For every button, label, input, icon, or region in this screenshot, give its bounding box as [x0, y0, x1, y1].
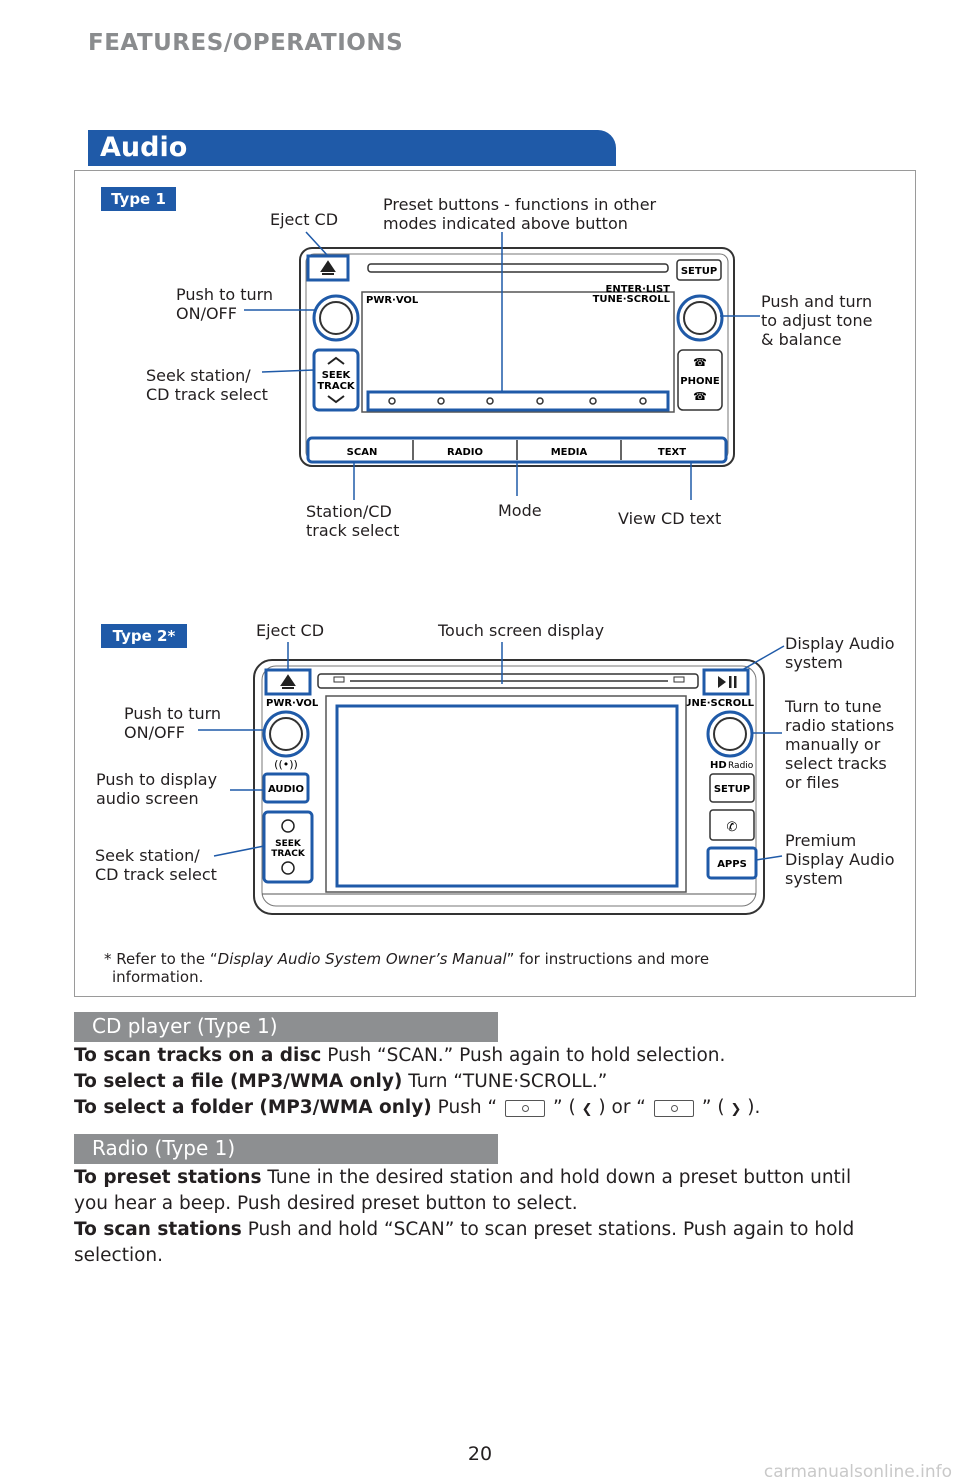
radio-preset-line2: you hear a beep. Push desired preset but…	[74, 1193, 578, 1214]
audio-tab-label: Audio	[100, 132, 188, 163]
chevron-right-icon: ❯	[730, 1102, 742, 1117]
radio-preset-text: Tune in the desired station and hold dow…	[261, 1167, 852, 1188]
type2-badge: Type 2*	[101, 624, 187, 648]
footnote-manual-title: Display Audio System Owner’s Manual	[217, 950, 507, 968]
type2-audio-text: AUDIO	[268, 784, 304, 795]
cd-folder-line: To select a folder (MP3/WMA only) Push “…	[74, 1096, 760, 1122]
radio-scan-bold: To scan stations	[74, 1219, 242, 1240]
type2-onoff-label: Push to turn ON/OFF	[124, 704, 222, 742]
type1-badge: Type 1	[101, 187, 176, 211]
type2-display-audio-label: Display Audio system	[785, 634, 895, 672]
cd-folder-text-a: Push “	[431, 1097, 498, 1118]
audio-section-tab: Audio	[88, 130, 616, 166]
cd-scan-line: To scan tracks on a disc Push “SCAN.” Pu…	[74, 1044, 725, 1068]
type2-tune-label: Turn to tune radio stations manually or …	[785, 697, 895, 792]
cd-player-heading-bar: CD player (Type 1)	[74, 1012, 498, 1042]
cd-scan-text: Push “SCAN.” Push again to hold selectio…	[321, 1045, 726, 1066]
type2-pwrvol-text: PWR·VOL	[266, 698, 319, 709]
type1-pwrvol-text: PWR·VOL	[366, 295, 419, 306]
cd-file-line: To select a file (MP3/WMA only) Turn “TU…	[74, 1070, 607, 1094]
cd-file-text: Turn “TUNE·SCROLL.”	[402, 1071, 608, 1092]
type1-radio-unit: SETUP PWR·VOL ENTER·LIST TUNE·SCROLL SEE…	[244, 231, 760, 500]
type2-hd-radio-text: Radio	[728, 761, 754, 771]
cd-folder-text-e: ).	[747, 1097, 761, 1118]
type1-station-label: Station/CD track select	[306, 502, 400, 540]
watermark: carmanualsonline.info	[763, 1462, 952, 1482]
chevron-left-icon: ❮	[581, 1102, 593, 1117]
cd-folder-text-d: ” (	[701, 1097, 725, 1118]
footnote: * Refer to the “Display Audio System Own…	[104, 950, 864, 986]
svg-text:✆: ✆	[727, 820, 738, 835]
cd-folder-text-b: ” (	[553, 1097, 576, 1118]
type1-setup-text: SETUP	[681, 266, 717, 277]
type1-media-button: MEDIA	[551, 447, 588, 458]
cd-file-bold: To select a file (MP3/WMA only)	[74, 1071, 403, 1092]
type1-tone-label: Push and turn to adjust tone & balance	[761, 292, 873, 349]
svg-text:((•)): ((•))	[274, 758, 298, 771]
type1-enterlist-text: ENTER·LIST	[606, 284, 671, 295]
preset-button-icon	[653, 1099, 694, 1117]
type2-apps-text: APPS	[717, 859, 747, 870]
radio-scan-line1: To scan stations Push and hold “SCAN” to…	[74, 1218, 854, 1242]
cd-folder-text-c: ) or “	[598, 1097, 646, 1118]
radio-preset-bold: To preset stations	[74, 1167, 262, 1188]
footnote-suffix: ” for instructions and more	[506, 950, 710, 968]
section-title: FEATURES/OPERATIONS	[88, 30, 404, 56]
type1-viewcd-label: View CD text	[618, 509, 722, 528]
page-number: 20	[467, 1443, 493, 1465]
svg-text:☎: ☎	[693, 390, 707, 403]
type1-phone-text: PHONE	[680, 376, 720, 387]
type1-scan-button: SCAN	[347, 447, 378, 458]
type2-seek-text: SEEK	[275, 839, 302, 849]
type2-track-text: TRACK	[271, 849, 306, 859]
type1-track-text: TRACK	[317, 381, 356, 392]
type1-eject-label: Eject CD	[270, 210, 339, 229]
type2-setup-text: SETUP	[714, 784, 750, 795]
type1-text-button: TEXT	[658, 447, 686, 458]
cd-folder-bold: To select a folder (MP3/WMA only)	[74, 1097, 432, 1118]
type2-eject-label: Eject CD	[256, 621, 325, 640]
cd-player-heading: CD player (Type 1)	[92, 1014, 278, 1038]
type2-audio-label: Push to display audio screen	[96, 770, 218, 808]
svg-text:HD: HD	[710, 760, 727, 771]
cd-scan-bold: To scan tracks on a disc	[74, 1045, 322, 1066]
type1-radio-button: RADIO	[447, 447, 483, 458]
svg-text:☎: ☎	[693, 356, 707, 369]
radio-preset-line1: To preset stations Tune in the desired s…	[74, 1166, 851, 1190]
radio-scan-line2: selection.	[74, 1245, 164, 1266]
footnote-prefix: * Refer to the “	[104, 950, 218, 968]
footnote-line2: information.	[112, 968, 204, 986]
type2-touch-label: Touch screen display	[438, 621, 605, 640]
radio-heading: Radio (Type 1)	[92, 1136, 236, 1160]
type2-premium-label: Premium Display Audio system	[785, 831, 895, 888]
preset-button-icon	[505, 1099, 546, 1117]
type1-seek-text: SEEK	[322, 370, 352, 381]
type2-seek-label: Seek station/ CD track select	[95, 846, 217, 884]
type1-tunescroll-text: TUNE·SCROLL	[593, 294, 671, 305]
type1-mode-label: Mode	[498, 501, 542, 520]
type1-seek-label: Seek station/ CD track select	[146, 366, 268, 404]
type1-onoff-label: Push to turn ON/OFF	[176, 285, 274, 323]
type1-preset-label: Preset buttons - functions in other mode…	[383, 195, 657, 233]
type2-radio-unit: PWR·VOL TUNE·SCROLL ((•)) AUDIO SEEK TRA…	[198, 642, 785, 915]
radio-scan-text: Push and hold “SCAN” to scan preset stat…	[241, 1219, 855, 1240]
radio-heading-bar: Radio (Type 1)	[74, 1134, 498, 1164]
type2-tunescroll-text: TUNE·SCROLL	[677, 698, 755, 709]
